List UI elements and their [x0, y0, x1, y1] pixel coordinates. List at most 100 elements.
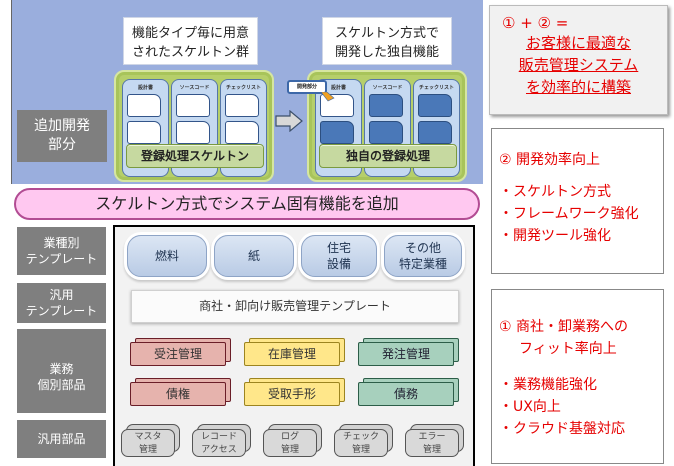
industry-template-other: その他 特定業種: [384, 235, 462, 277]
document-icon: [418, 121, 452, 144]
column-header: ソースコード: [179, 85, 210, 91]
document-icon: [418, 94, 452, 117]
document-icon: [127, 94, 161, 117]
common-part-card: ログ 管理: [263, 424, 323, 458]
business-part-card: 債務: [358, 378, 459, 406]
column-header: 設計書: [330, 85, 346, 91]
common-part-card: チェック 管理: [334, 424, 394, 458]
card-label: 債務: [358, 382, 454, 406]
document-icon: [369, 121, 403, 144]
label-line: 汎用部品: [37, 432, 86, 446]
column-header: チェックリスト: [225, 85, 261, 91]
result-line: 販売管理システム: [518, 56, 639, 74]
generic-template-bar: 商社・卸向け販売管理テンプレート: [131, 290, 459, 323]
card-line: アクセス: [201, 445, 237, 455]
business-part-card: 発注管理: [358, 338, 459, 366]
label-line: 汎用: [49, 288, 74, 302]
layer-label-business-parts: 業務 個別部品: [17, 329, 106, 413]
fit-rate-box: ① 商社・卸業務への フィット率向上 ・業務機能強化 ・UX向上 ・クラウド基盤…: [491, 289, 664, 464]
callout-pointer-icon: [321, 92, 335, 102]
common-part-card: レコード アクセス: [192, 424, 252, 458]
pill-line: 設備: [326, 257, 351, 271]
card-line: チェック: [342, 432, 379, 442]
efficiency-box: ② 開発効率向上 ・スケルトン方式 ・フレームワーク強化 ・開発ツール強化: [491, 128, 664, 274]
efficiency-bullet: ・フレームワーク強化: [499, 206, 639, 222]
card-line: ログ: [280, 432, 299, 442]
skeleton-group-caption: 機能タイプ毎に用意 されたスケルトン群: [123, 17, 258, 65]
card-line: 管理: [422, 445, 441, 455]
business-part-card: 受注管理: [130, 338, 231, 366]
card-line: レコード: [200, 432, 237, 442]
card-label: マスタ 管理: [121, 429, 175, 457]
label-line: テンプレート: [25, 304, 98, 318]
caption-line: 開発した独自機能: [334, 45, 439, 60]
card-line: 管理: [138, 445, 157, 455]
pill-line: 特定業種: [398, 257, 447, 271]
business-part-card: 債権: [130, 378, 231, 406]
common-part-card: エラー 管理: [405, 424, 465, 458]
fit-rate-bullet: ・業務機能強化: [499, 377, 597, 393]
layer-label-common-parts: 汎用部品: [17, 420, 106, 458]
card-label: ログ 管理: [263, 429, 317, 457]
card-line: 管理: [280, 445, 299, 455]
efficiency-bullet: ・スケルトン方式: [499, 184, 611, 200]
fit-rate-title: フィット率向上: [519, 341, 617, 357]
column-header: ソースコード: [372, 85, 403, 91]
result-line: を効率的に構築: [525, 78, 631, 96]
industry-template-paper: 紙: [214, 235, 294, 277]
card-label: チェック 管理: [334, 429, 388, 457]
efficiency-title: ② 開発効率向上: [499, 152, 601, 168]
skeleton-label: 独自の登録処理: [319, 144, 457, 168]
column-header: チェックリスト: [418, 85, 454, 91]
efficiency-bullet: ・開発ツール強化: [499, 228, 611, 244]
document-icon: [176, 121, 210, 144]
pill-line: その他: [404, 241, 441, 255]
card-label: エラー 管理: [405, 429, 459, 457]
right-arrow-icon: [275, 110, 303, 132]
card-line: マスタ: [134, 432, 162, 442]
custom-function-caption: スケルトン方式で 開発した独自機能: [322, 17, 452, 65]
card-line: 管理: [351, 445, 370, 455]
result-box: ① + ② = お客様に最適な 販売管理システム を効率的に構築: [489, 5, 668, 115]
industry-template-fuel: 燃料: [127, 235, 207, 277]
label-line: 部分: [48, 137, 76, 153]
result-line: お客様に最適な: [525, 34, 631, 52]
development-part-callout: 開発部分: [287, 80, 327, 94]
pill-line: 燃料: [154, 249, 179, 263]
layer-label-generic-template: 汎用 テンプレート: [17, 283, 106, 323]
business-part-card: 受取手形: [244, 378, 345, 406]
label-line: 業務: [49, 362, 74, 376]
registration-skeleton: 設計書 ソースコード チェックリスト 登録処理スケルトン: [114, 70, 274, 182]
result-heading: ① + ② =: [502, 14, 569, 32]
industry-template-housing: 住宅 設備: [301, 235, 377, 277]
card-label: 受注管理: [130, 342, 226, 366]
document-icon: [225, 94, 259, 117]
fit-rate-title: ① 商社・卸業務への: [499, 319, 629, 335]
document-icon: [369, 94, 403, 117]
layer-stack-box: 燃料 紙 住宅 設備 その他 特定業種 商社・卸向け販売管理テンプレート 受注管…: [113, 225, 475, 466]
document-icon: [320, 121, 354, 144]
caption-line: スケルトン方式で: [334, 26, 439, 41]
common-part-card: マスタ 管理: [121, 424, 181, 458]
document-icon: [127, 121, 161, 144]
card-label: 債権: [130, 382, 226, 406]
custom-registration-process: 設計書 ソースコード チェックリスト 独自の登録処理: [307, 70, 467, 182]
card-label: レコード アクセス: [192, 429, 246, 457]
label-line: 個別部品: [37, 378, 86, 392]
card-label: 在庫管理: [244, 342, 340, 366]
layer-label-industry-template: 業種別 テンプレート: [17, 227, 106, 275]
card-label: 受取手形: [244, 382, 340, 406]
label-line: テンプレート: [25, 252, 98, 266]
pill-line: 紙: [247, 249, 260, 263]
fit-rate-bullet: ・UX向上: [499, 399, 561, 415]
document-icon: [225, 121, 259, 144]
skeleton-method-banner: スケルトン方式でシステム固有機能を追加: [14, 188, 480, 220]
skeleton-label: 登録処理スケルトン: [126, 144, 264, 168]
pill-line: 住宅: [326, 241, 351, 255]
fit-rate-bullet: ・クラウド基盤対応: [499, 421, 625, 437]
business-part-card: 在庫管理: [244, 338, 345, 366]
column-header: 設計書: [137, 85, 153, 91]
card-label: 発注管理: [358, 342, 454, 366]
additional-development-label: 追加開発 部分: [17, 110, 107, 162]
document-icon: [176, 94, 210, 117]
